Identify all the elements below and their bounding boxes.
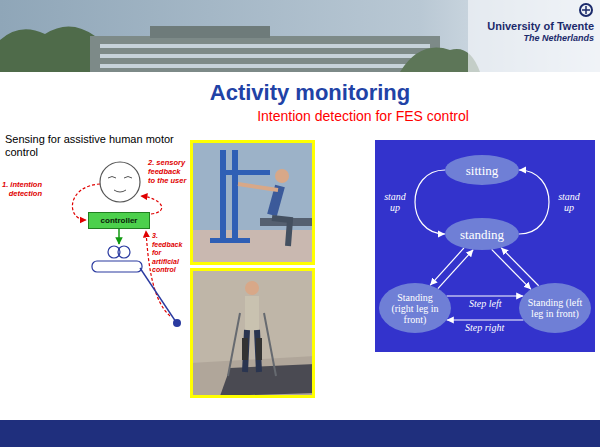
transition-label: Step left [468, 298, 503, 309]
transition-arrow [492, 249, 531, 289]
transition-arrow [415, 170, 445, 234]
banner-photo [0, 26, 95, 72]
photo-sit-to-stand [190, 230, 315, 265]
photo-sit-to-stand [190, 140, 315, 265]
banner-photo [100, 54, 430, 58]
banner-photo [468, 0, 600, 72]
leg-illustration [173, 319, 181, 327]
leg-illustration [140, 268, 176, 322]
transition-arrow [438, 250, 473, 289]
leg-illustration [118, 246, 130, 258]
transition-label: Step right [464, 322, 505, 333]
head-outline [100, 162, 140, 202]
head-outline [108, 177, 132, 193]
node-text: Standing (left leg in front) [527, 297, 583, 319]
photo-sit-to-stand [275, 169, 289, 183]
banner-photo [100, 64, 430, 68]
photo-walking [220, 364, 315, 396]
state-ellipse: Standing (right leg in front) [379, 283, 451, 333]
transition-label: stand up [379, 191, 411, 213]
slide-title: Activity monitoring [20, 80, 600, 106]
callout-text: 1. intention detection [2, 180, 42, 198]
state-ellipse: standing [445, 218, 519, 250]
state-ellipse: sitting [445, 155, 519, 185]
head-outline [100, 162, 140, 202]
banner-photo [90, 36, 440, 72]
photo-sit-to-stand [220, 170, 270, 175]
photo-sit-to-stand [272, 218, 290, 246]
controller-box: controller [88, 212, 150, 229]
photo-walking [190, 356, 315, 398]
photo-walking [228, 313, 276, 376]
leg-illustration [92, 261, 142, 272]
transition-arrow [447, 295, 524, 296]
node-text: sitting [466, 163, 499, 178]
photo-sit-to-stand [232, 150, 238, 242]
slide-subtitle: Intention detection for FES control [232, 108, 494, 125]
node-text: Standing (right leg in front) [387, 292, 443, 325]
photo-sit-to-stand [190, 140, 315, 265]
university-logo [580, 4, 592, 16]
banner-photo [100, 44, 430, 48]
photo-walking [245, 281, 259, 295]
photo-walking [190, 268, 315, 398]
banner-photo [150, 26, 270, 38]
side-heading: Sensing for assistive human motor contro… [5, 133, 185, 159]
photo-sit-to-stand [238, 184, 278, 190]
university-logo [580, 4, 592, 16]
callout-text: 2. sensory feedback to the user [148, 158, 188, 185]
transition-arrow [501, 248, 539, 286]
leg-illustration [118, 229, 120, 244]
photo-walking [192, 270, 314, 397]
state-panel [375, 140, 595, 352]
state-ellipse: Standing (left leg in front) [519, 283, 591, 333]
transition-label: stand up [553, 191, 585, 213]
transition-arrow [519, 170, 549, 234]
banner-photo [0, 0, 600, 72]
photo-sit-to-stand [210, 238, 250, 243]
banner-photo [0, 0, 600, 72]
transition-arrow [447, 319, 524, 320]
footer-band [0, 420, 600, 447]
institution-name: University of Twente [470, 20, 594, 33]
photo-sit-to-stand [220, 150, 226, 242]
photo-walking [245, 296, 259, 330]
node-text: controller [101, 216, 138, 225]
transition-arrow [430, 248, 464, 285]
photo-walking [256, 338, 262, 360]
institution-country: The Netherlands [470, 33, 594, 44]
callout-text: 3. feedback for artificial control [152, 232, 188, 275]
photo-walking [190, 268, 315, 398]
node-text: standing [460, 227, 504, 242]
university-logo [582, 6, 590, 14]
photo-sit-to-stand [192, 142, 314, 264]
photo-walking [242, 338, 248, 360]
banner-photo [100, 44, 430, 68]
